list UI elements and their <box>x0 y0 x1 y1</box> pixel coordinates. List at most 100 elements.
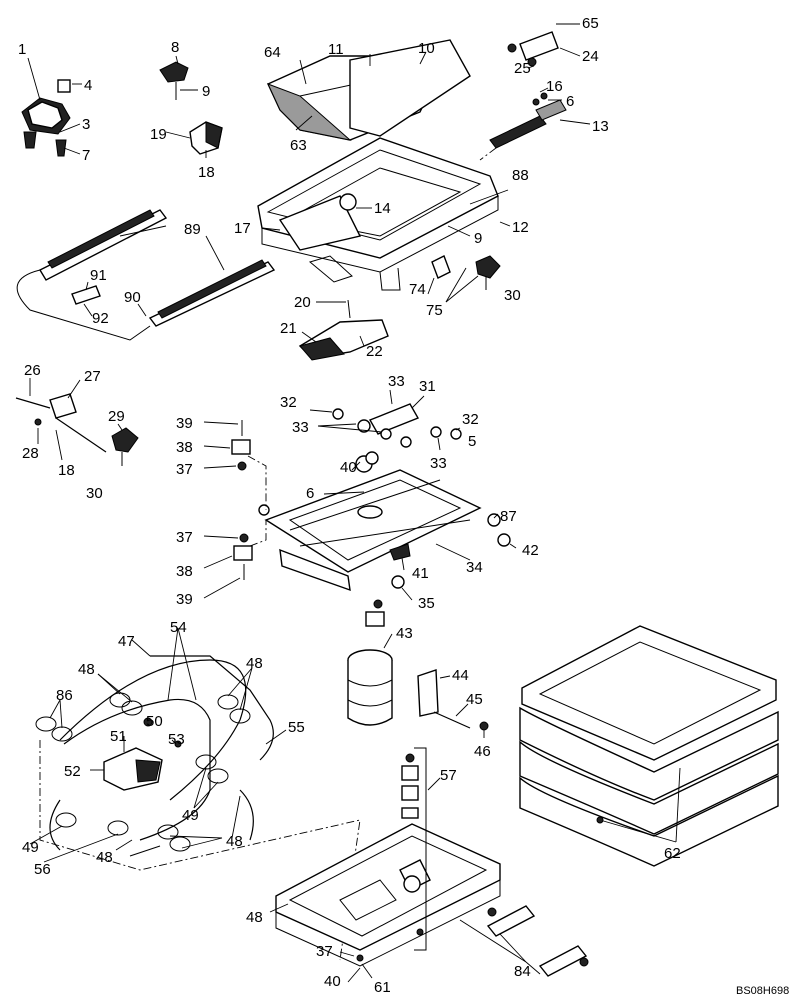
label-92: 92 <box>92 310 109 327</box>
wiring-harness <box>35 655 361 961</box>
label-34: 34 <box>466 559 483 576</box>
label-55: 55 <box>288 719 305 736</box>
label-52: 52 <box>64 763 81 780</box>
label-47: 47 <box>118 633 135 650</box>
label-48-b: 48 <box>246 655 263 672</box>
shock-absorber-31 <box>332 403 462 448</box>
label-35: 35 <box>418 595 435 612</box>
label-74: 74 <box>409 281 426 298</box>
label-10: 10 <box>418 40 435 57</box>
label-26: 26 <box>24 362 41 379</box>
label-6-top: 6 <box>566 93 574 110</box>
label-42: 42 <box>522 542 539 559</box>
label-38-top: 38 <box>176 439 193 456</box>
label-48-c: 48 <box>96 849 113 866</box>
seat-frame <box>257 137 499 291</box>
label-32-left: 32 <box>280 394 297 411</box>
label-62: 62 <box>664 845 681 862</box>
mount-57 <box>401 747 427 951</box>
label-84: 84 <box>514 963 531 980</box>
gas-spring-13 <box>489 92 567 149</box>
label-37-top: 37 <box>176 461 193 478</box>
drawing-reference: BS08H698 <box>736 985 789 997</box>
label-63: 63 <box>290 137 307 154</box>
label-5: 5 <box>468 433 476 450</box>
label-28: 28 <box>22 445 39 462</box>
handle-21 <box>298 299 389 361</box>
label-51: 51 <box>110 728 127 745</box>
label-3: 3 <box>82 116 90 133</box>
label-43: 43 <box>396 625 413 642</box>
seat-cushion <box>267 39 471 141</box>
label-48-e: 48 <box>246 909 263 926</box>
scissor-frame-34 <box>258 451 511 592</box>
label-39-mid: 39 <box>176 591 193 608</box>
label-57: 57 <box>440 767 457 784</box>
label-48-d: 48 <box>226 833 243 850</box>
label-54: 54 <box>170 619 187 636</box>
label-49-left: 49 <box>22 839 39 856</box>
switch-assembly <box>21 79 71 157</box>
label-46: 46 <box>474 743 491 760</box>
label-29: 29 <box>108 408 125 425</box>
bushing-38-upper <box>231 420 251 471</box>
label-49-mid: 49 <box>182 807 199 824</box>
label-61: 61 <box>374 979 391 996</box>
label-88: 88 <box>512 167 529 184</box>
label-33-top: 33 <box>388 373 405 390</box>
label-48-a: 48 <box>78 661 95 678</box>
label-39-top: 39 <box>176 415 193 432</box>
label-90: 90 <box>124 289 141 306</box>
slide-rails <box>16 209 276 341</box>
label-24: 24 <box>582 48 599 65</box>
label-33-left: 33 <box>292 419 309 436</box>
callout-labels: 1 3 4 7 8 9 19 18 64 11 10 63 65 24 25 1… <box>18 15 789 997</box>
label-27: 27 <box>84 368 101 385</box>
label-12: 12 <box>512 219 529 236</box>
label-53: 53 <box>168 731 185 748</box>
label-40-bottom: 40 <box>324 973 341 990</box>
label-31: 31 <box>419 378 436 395</box>
label-40-top: 40 <box>340 459 357 476</box>
label-38-mid: 38 <box>176 563 193 580</box>
label-9-top: 9 <box>202 83 210 100</box>
label-37-bottom: 37 <box>316 943 333 960</box>
label-33-right: 33 <box>430 455 447 472</box>
air-spring-43 <box>347 599 393 726</box>
label-44: 44 <box>452 667 469 684</box>
label-45: 45 <box>466 691 483 708</box>
label-18-mid: 18 <box>58 462 75 479</box>
label-9-mid: 9 <box>474 230 482 247</box>
label-41: 41 <box>412 565 429 582</box>
bracket-8 <box>159 61 189 100</box>
label-86: 86 <box>56 687 73 704</box>
label-18-top: 18 <box>198 164 215 181</box>
label-32-right: 32 <box>462 411 479 428</box>
label-22: 22 <box>366 343 383 360</box>
label-1: 1 <box>18 41 26 58</box>
label-20: 20 <box>294 294 311 311</box>
bracket-24 <box>507 31 559 67</box>
label-21: 21 <box>280 320 297 337</box>
label-56: 56 <box>34 861 51 878</box>
label-14: 14 <box>374 200 391 217</box>
label-30-top: 30 <box>504 287 521 304</box>
label-16: 16 <box>546 78 563 95</box>
label-30-mid: 30 <box>86 485 103 502</box>
label-75: 75 <box>426 302 443 319</box>
label-13: 13 <box>592 118 609 135</box>
label-89: 89 <box>184 221 201 238</box>
cable-assembly <box>15 393 139 466</box>
base-plate-61 <box>275 823 501 967</box>
bellows-cover-62 <box>519 625 779 867</box>
label-17: 17 <box>234 220 251 237</box>
label-87: 87 <box>500 508 517 525</box>
label-65: 65 <box>582 15 599 32</box>
label-4: 4 <box>84 77 92 94</box>
label-19: 19 <box>150 126 167 143</box>
label-6-mid: 6 <box>306 485 314 502</box>
label-7: 7 <box>82 147 90 164</box>
label-8: 8 <box>171 39 179 56</box>
lever-74 <box>431 255 501 290</box>
